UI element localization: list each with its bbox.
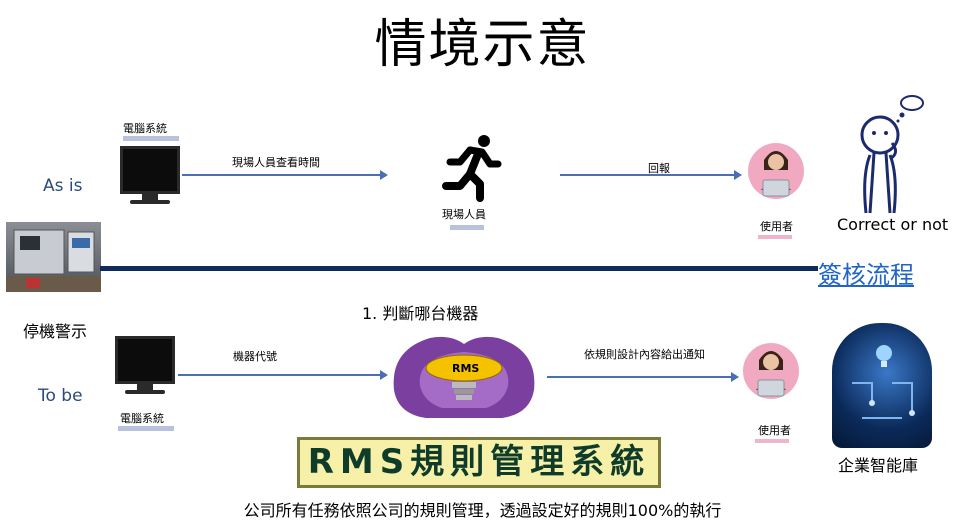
arrow-runner-to-user: [560, 170, 742, 180]
arrow-label-notify: 依規則設計內容給出通知: [584, 348, 705, 361]
cnc-machine-icon: [6, 229, 101, 292]
computer-system-label: 電腦系統: [123, 122, 167, 135]
arrow-label-machine-code: 機器代號: [233, 350, 277, 363]
computer-monitor-icon-2: [115, 336, 175, 394]
section-divider: [100, 266, 818, 271]
arrow-label-report: 回報: [648, 162, 670, 175]
ai-head-icon: [832, 323, 932, 448]
as-is-label: As is: [43, 176, 83, 196]
computer-monitor-icon: [120, 146, 180, 204]
arrow-label-check-time: 現場人員查看時間: [232, 156, 320, 169]
page-title: 情境示意: [374, 15, 591, 75]
thinking-person-icon: [852, 95, 932, 219]
user-label-2: 使用者: [758, 424, 791, 437]
user-label-underline-2: [755, 439, 789, 443]
computer-system-label-2: 電腦系統: [120, 412, 164, 425]
to-be-label: To be: [38, 386, 83, 406]
arrow-computer-to-rms: [178, 370, 388, 380]
rms-brain-graphic: RMS: [390, 330, 538, 422]
user-label: 使用者: [760, 220, 793, 233]
rms-bulb-text: RMS: [452, 362, 480, 375]
computer-label-underline-2: [118, 426, 174, 431]
correct-or-not-label: Correct or not: [837, 215, 949, 234]
rms-banner: RMS規則管理系統: [297, 437, 661, 488]
user-avatar-icon: [747, 140, 805, 204]
footer-description: 公司所有任務依照公司的規則管理，透過設定好的規則100%的執行: [243, 501, 722, 520]
rms-bulb-icon: [393, 336, 535, 418]
user-avatar-icon-2: [742, 340, 800, 404]
cnc-machine-image: [6, 222, 101, 292]
runner-icon: [440, 134, 502, 206]
approval-flow-link[interactable]: 簽核流程: [818, 261, 914, 289]
user-label-underline: [758, 235, 792, 239]
arrow-computer-to-runner: [182, 170, 388, 180]
knowledge-base-label: 企業智能庫: [838, 456, 919, 475]
machine-stop-warning-label: 停機警示: [23, 322, 88, 341]
runner-label-underline: [450, 225, 484, 230]
step-judge-machine: 1. 判斷哪台機器: [362, 304, 479, 323]
arrow-rms-to-user: [547, 372, 739, 382]
runner-label: 現場人員: [442, 208, 486, 221]
computer-label-underline: [123, 136, 179, 141]
